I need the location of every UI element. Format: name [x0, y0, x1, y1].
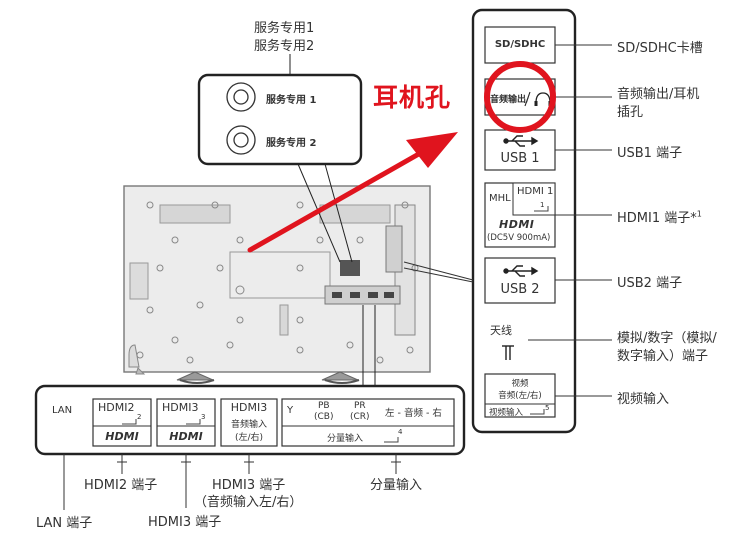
lan-box-label: LAN: [52, 405, 73, 416]
hdmi1-box-label: HDMI 1: [517, 186, 554, 197]
audio-out-box-label: 音频输出/: [490, 95, 530, 105]
service-callout: [197, 54, 363, 263]
usb1-label: USB1 端子: [617, 146, 683, 161]
side-leader-lines: [403, 44, 612, 397]
hdmi3-logo: HDMI: [169, 430, 203, 443]
component-pb-label: PB: [318, 401, 330, 411]
video-in-label: 视频输入: [617, 392, 670, 407]
component-pr-label: PR: [354, 401, 366, 411]
usb2-label: USB2 端子: [617, 276, 683, 291]
component-audio-lr: 左 - 音频 - 右: [385, 408, 442, 419]
hdmi3-terminal-label: HDMI3 端子: [148, 515, 222, 530]
hdmi2-box-label: HDMI2: [98, 401, 135, 414]
audio-out-label-1: 音频输出/耳机: [617, 87, 700, 102]
sd-slot-box-label: SD/SDHC: [494, 39, 546, 50]
hdmi1-logo: HDMI: [499, 218, 535, 231]
hdmi3-audio-line3: (左/右): [234, 433, 264, 443]
mhl-label: MHL: [489, 193, 511, 204]
service-port-1-label: 服务专用 1: [266, 95, 317, 106]
hdmi1-number: 1: [540, 201, 545, 209]
hdmi3-audio-line1: HDMI3: [230, 401, 268, 414]
dc-power-note: (DC5V 900mA): [487, 233, 551, 243]
hdmi3-number: 3: [201, 413, 206, 421]
analog-digital-label-1: 模拟/数字（模拟/: [617, 331, 717, 346]
analog-digital-label-2: 数字输入）端子: [617, 349, 709, 364]
headphone-highlight: [247, 61, 556, 253]
hdmi2-logo: HDMI: [105, 430, 139, 443]
lan-terminal-label: LAN 端子: [36, 516, 93, 531]
side-panel: [471, 8, 577, 434]
sd-slot-label: SD/SDHC卡槽: [617, 41, 703, 56]
service-port-2-label: 服务专用 2: [266, 138, 317, 149]
headphone-annotation: 耳机孔: [373, 83, 452, 112]
video-box-line2: 音频(左/右): [498, 391, 542, 401]
hdmi1-label: HDMI1 端子*1: [617, 209, 702, 226]
hdmi3-audio-terminal-label-2: （音频输入左/右）: [194, 495, 303, 510]
component-y-label: Y: [287, 405, 294, 416]
video-box-line3: 视频输入: [489, 408, 524, 418]
usb2-box-label: USB 2: [500, 282, 540, 297]
bottom-leader-lines: [63, 454, 401, 510]
hdmi3-audio-terminal-label-1: HDMI3 端子: [212, 478, 286, 493]
tv-back-illustration: [123, 185, 431, 384]
component-cr-label: (CR): [350, 412, 370, 422]
usb1-box-label: USB 1: [500, 151, 540, 166]
hdmi3-audio-line2: 音频输入: [230, 420, 267, 430]
hdmi3-box-label: HDMI3: [162, 401, 199, 414]
antenna-label: 天线: [490, 324, 512, 337]
component-cb-label: (CB): [314, 412, 334, 422]
video-box-line1: 视频: [511, 379, 529, 389]
hdmi2-number: 2: [137, 413, 142, 421]
service-callout-label-1: 服务专用1: [254, 21, 315, 36]
component-number: 4: [398, 428, 403, 436]
component-in-box-label: 分量输入: [327, 434, 364, 444]
service-callout-label-2: 服务专用2: [254, 39, 315, 54]
bottom-panel: [34, 305, 466, 456]
audio-out-label-2: 插孔: [617, 105, 644, 120]
component-terminal-label: 分量输入: [370, 478, 423, 493]
hdmi2-terminal-label: HDMI2 端子: [84, 478, 158, 493]
video-box-number: 5: [545, 404, 550, 412]
